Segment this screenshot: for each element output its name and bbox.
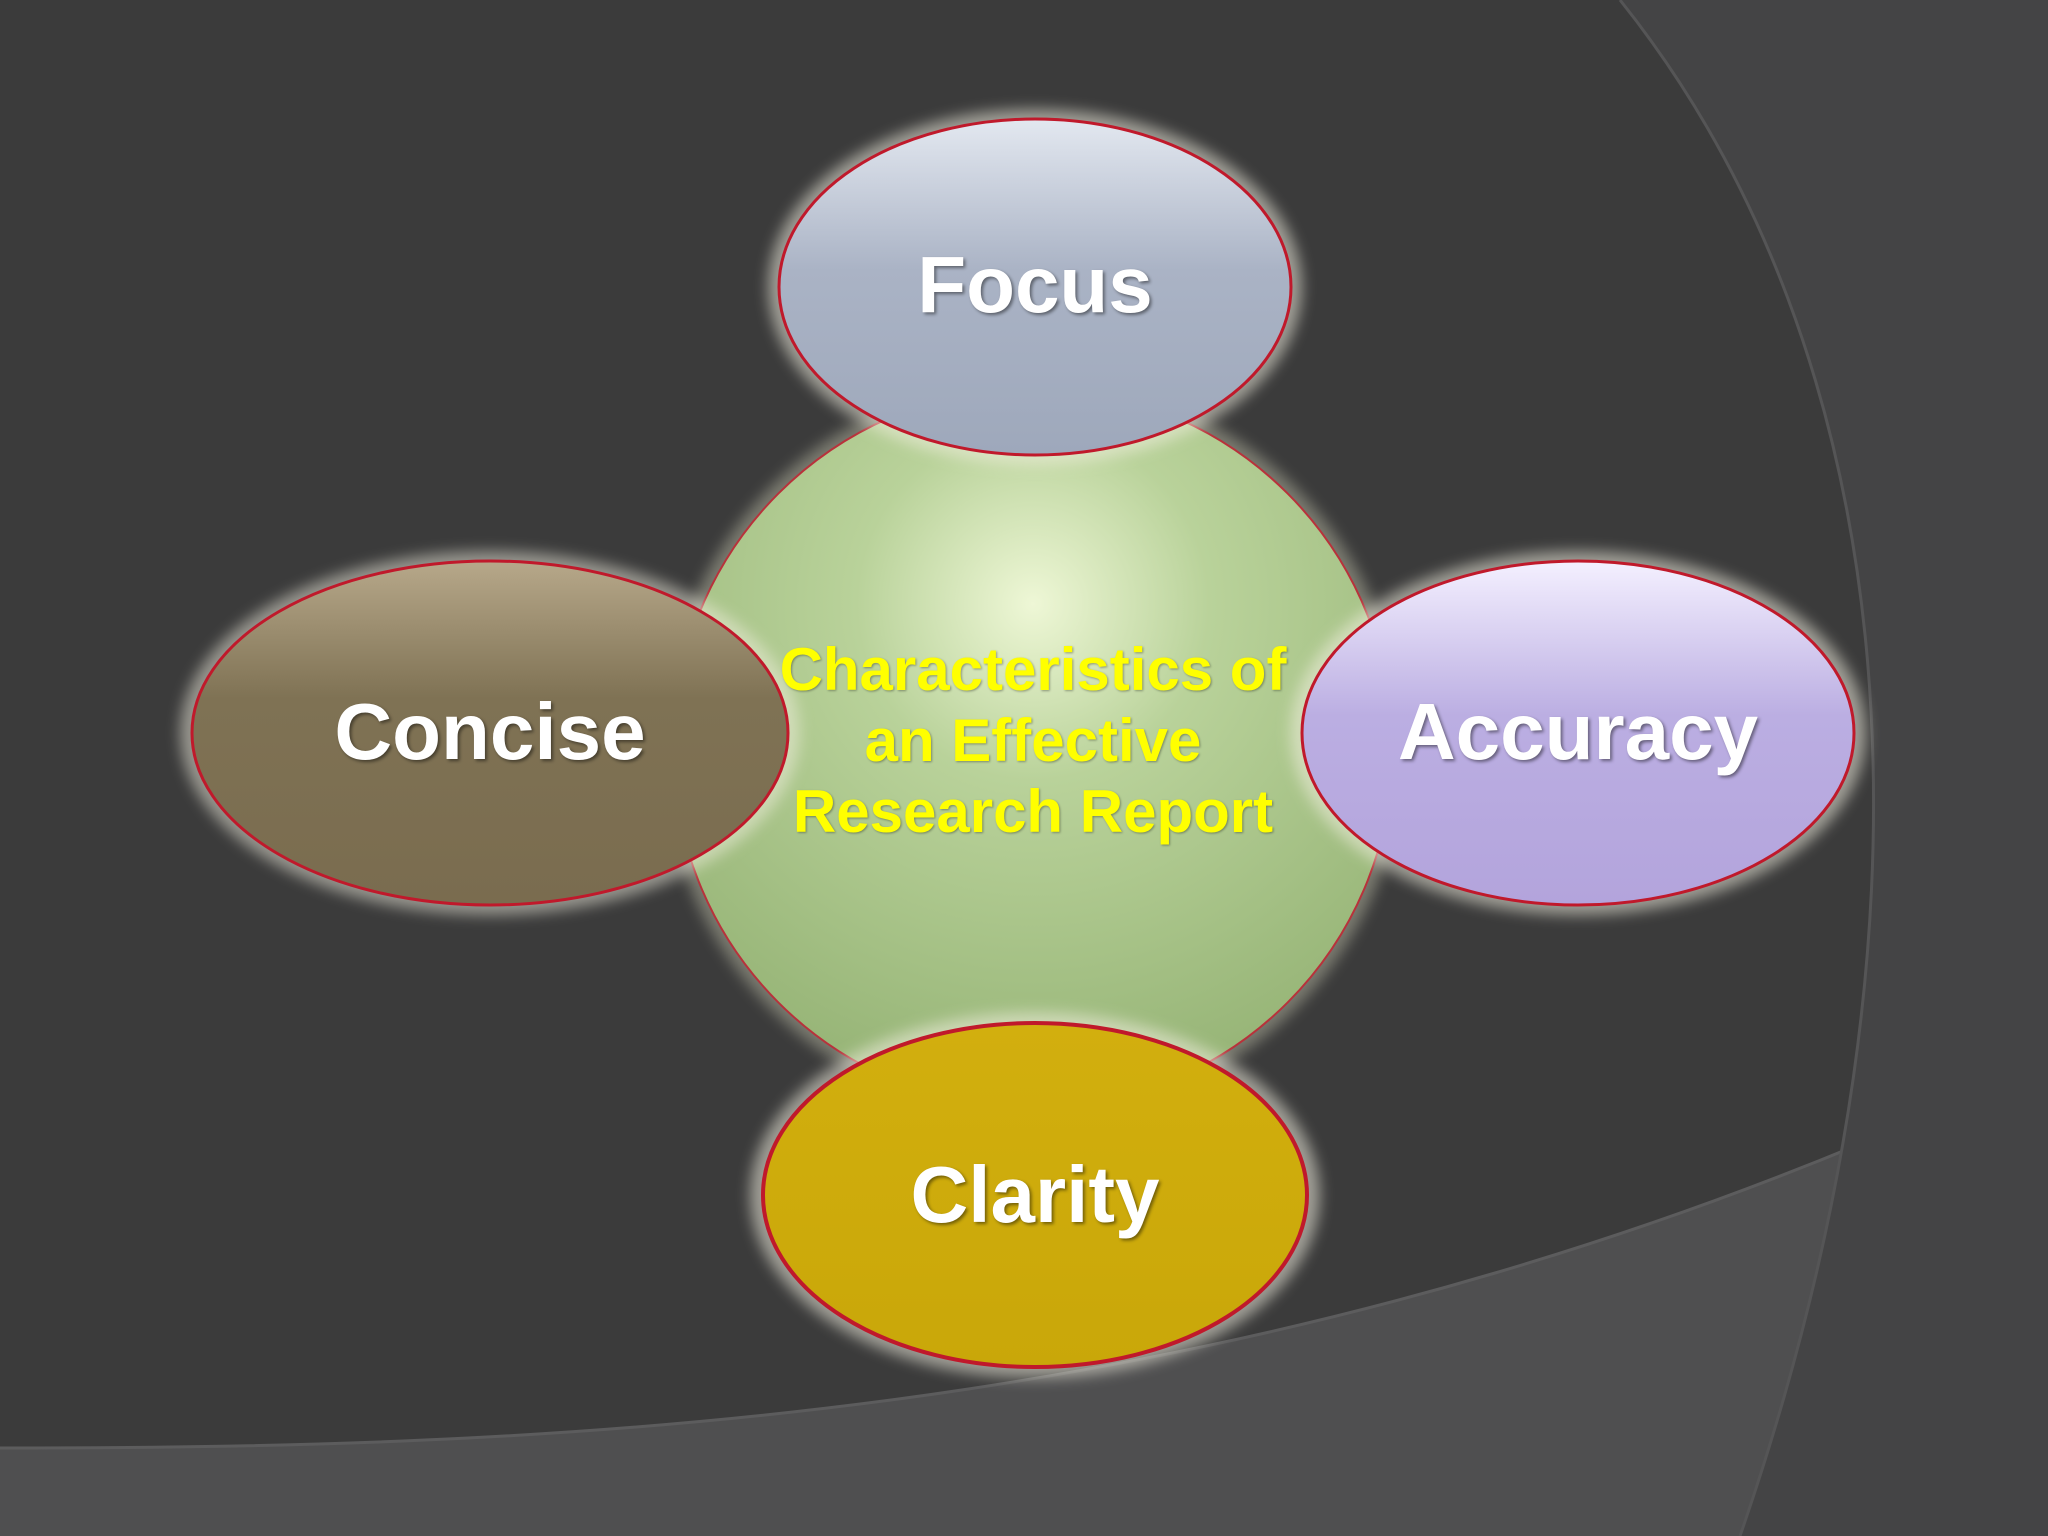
concise-label: Concise <box>334 687 646 776</box>
concise-ellipse <box>180 551 800 915</box>
clarity-label: Clarity <box>910 1150 1160 1239</box>
focus-label: Focus <box>917 240 1153 329</box>
accuracy-label: Accuracy <box>1397 687 1759 776</box>
center-circle <box>663 378 1403 1118</box>
clarity-ellipse <box>750 1012 1320 1378</box>
center-label: Characteristics of an Effective Research… <box>779 635 1287 845</box>
focus-ellipse <box>768 109 1302 465</box>
accuracy-ellipse <box>1290 551 1866 915</box>
